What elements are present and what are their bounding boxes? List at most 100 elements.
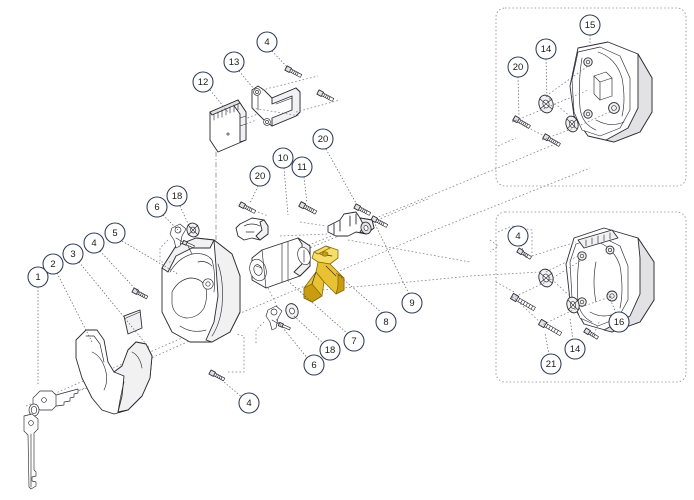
callout-circle bbox=[83, 232, 105, 254]
callout-10[interactable]: 10 bbox=[272, 147, 294, 169]
callout-circle bbox=[540, 353, 562, 375]
callout-16[interactable]: 16 bbox=[608, 311, 630, 333]
callout-4[interactable]: 4 bbox=[507, 225, 529, 247]
part-washer bbox=[186, 222, 200, 238]
leader-line-4 bbox=[217, 376, 244, 399]
part-handle-cap bbox=[123, 309, 143, 335]
callout-20[interactable]: 20 bbox=[507, 56, 529, 78]
callout-circle bbox=[256, 31, 278, 53]
callout-9[interactable]: 9 bbox=[401, 292, 423, 314]
part-door-handle-lever bbox=[75, 329, 153, 415]
callout-circle bbox=[312, 128, 334, 150]
leader-line-8 bbox=[334, 271, 383, 314]
callout-20[interactable]: 20 bbox=[312, 128, 334, 150]
callout-7[interactable]: 7 bbox=[343, 330, 365, 352]
callout-circle bbox=[401, 292, 423, 314]
callout-circle bbox=[238, 392, 260, 414]
part-bolt-screw bbox=[512, 115, 531, 129]
callout-circle bbox=[375, 311, 397, 333]
leader-line-18 bbox=[179, 205, 191, 229]
callout-circle bbox=[223, 51, 245, 73]
part-long-bolt bbox=[538, 318, 563, 336]
callout-14[interactable]: 14 bbox=[535, 38, 557, 60]
part-latch-body bbox=[235, 217, 269, 241]
part-cam-lever-highlighted bbox=[303, 245, 345, 303]
leader-line-4 bbox=[271, 50, 289, 69]
callout-2[interactable]: 2 bbox=[42, 253, 64, 275]
callout-circle bbox=[272, 147, 294, 169]
leader-line-10 bbox=[283, 167, 289, 216]
part-grommet bbox=[538, 268, 554, 288]
leader-line-18 bbox=[292, 314, 325, 345]
callout-13[interactable]: 13 bbox=[223, 51, 245, 73]
part-screw bbox=[284, 65, 303, 78]
callout-circle bbox=[166, 185, 188, 207]
part-screw bbox=[208, 333, 245, 382]
leader-line-21 bbox=[544, 332, 550, 356]
callout-15[interactable]: 15 bbox=[579, 14, 601, 36]
callout-circle bbox=[507, 56, 529, 78]
part-grommet bbox=[566, 296, 580, 314]
callout-3[interactable]: 3 bbox=[62, 243, 84, 265]
callout-circle bbox=[608, 311, 630, 333]
panel-bottom-right bbox=[495, 211, 687, 383]
callout-21[interactable]: 21 bbox=[540, 353, 562, 375]
callout-circle bbox=[564, 338, 586, 360]
callout-4[interactable]: 4 bbox=[238, 392, 260, 414]
leader-line-5 bbox=[121, 240, 179, 275]
leader-line-20 bbox=[517, 76, 520, 117]
part-grommet bbox=[565, 115, 579, 133]
callout-circle bbox=[579, 14, 601, 36]
part-strap-bracket bbox=[251, 75, 341, 127]
callout-circle bbox=[291, 156, 313, 178]
leader-line-4 bbox=[520, 244, 527, 259]
leader-line-13 bbox=[238, 70, 255, 90]
part-screw bbox=[583, 327, 599, 340]
callout-circle bbox=[146, 196, 168, 218]
leader-line-6 bbox=[274, 317, 309, 360]
part-screw bbox=[131, 287, 149, 300]
callout-11[interactable]: 11 bbox=[291, 156, 313, 178]
panel-top-right bbox=[495, 7, 687, 187]
part-washer bbox=[285, 303, 299, 319]
callout-circle bbox=[303, 354, 325, 376]
callout-leader-lines bbox=[37, 35, 617, 399]
callout-18[interactable]: 18 bbox=[166, 185, 188, 207]
leader-line-12 bbox=[209, 89, 229, 113]
callout-4[interactable]: 4 bbox=[83, 232, 105, 254]
callout-18[interactable]: 18 bbox=[319, 339, 341, 361]
part-euro-cylinder-lock bbox=[249, 237, 311, 309]
leader-line-6 bbox=[162, 214, 181, 233]
callout-circle bbox=[27, 266, 49, 288]
part-retaining-clip bbox=[255, 305, 291, 344]
panel-top-right-content bbox=[497, 41, 653, 147]
leader-line-20 bbox=[325, 148, 358, 206]
part-latch-bracket bbox=[279, 211, 375, 237]
part-screw bbox=[516, 247, 532, 260]
leader-line-11 bbox=[303, 176, 308, 204]
callout-12[interactable]: 12 bbox=[192, 71, 214, 93]
callout-6[interactable]: 6 bbox=[146, 196, 168, 218]
callout-4[interactable]: 4 bbox=[256, 31, 278, 53]
part-retaining-clip bbox=[159, 223, 195, 263]
callout-5[interactable]: 5 bbox=[104, 222, 126, 244]
part-key-set bbox=[23, 377, 121, 490]
callout-6[interactable]: 6 bbox=[303, 354, 325, 376]
callout-circle bbox=[507, 225, 529, 247]
leader-line-14 bbox=[545, 58, 548, 99]
callout-circle bbox=[42, 253, 64, 275]
callout-8[interactable]: 8 bbox=[375, 311, 397, 333]
leader-line-16 bbox=[607, 293, 617, 314]
part-lock-housing-body bbox=[161, 237, 241, 343]
callout-14[interactable]: 14 bbox=[564, 338, 586, 360]
callout-circle bbox=[343, 330, 365, 352]
callout-circle bbox=[192, 71, 214, 93]
callout-circle bbox=[104, 222, 126, 244]
leader-line-3 bbox=[78, 261, 151, 350]
callout-20[interactable]: 20 bbox=[249, 165, 271, 187]
callout-panels bbox=[495, 7, 687, 383]
callout-bubbles: 1234561812134201011209871864151420416142… bbox=[27, 14, 630, 414]
part-screw bbox=[316, 89, 335, 102]
